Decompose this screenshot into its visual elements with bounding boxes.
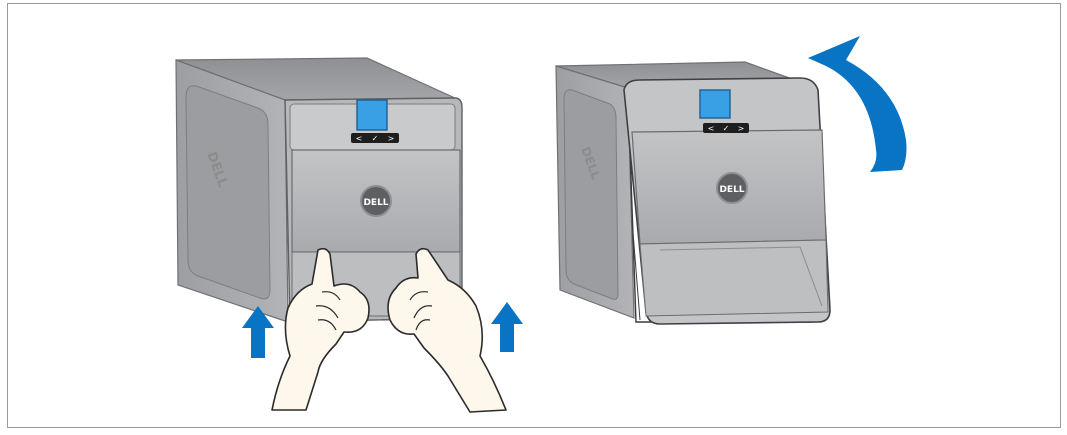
right-hand <box>387 247 507 413</box>
control-buttons <box>351 133 399 143</box>
button-left: < <box>708 124 715 133</box>
bezel-grip <box>639 239 829 317</box>
control-buttons <box>703 123 749 133</box>
grip-shading <box>659 246 823 307</box>
ups-unit-step-2: DELL < ✓ > DELL <box>555 61 831 325</box>
curved-arrow <box>808 36 907 172</box>
badge-text: DELL <box>363 198 388 208</box>
up-arrow-right <box>491 302 523 352</box>
side-panel <box>185 85 271 300</box>
button-left: < <box>356 134 363 143</box>
button-right: > <box>388 134 395 143</box>
button-check: ✓ <box>723 124 730 133</box>
badge-text: DELL <box>719 185 744 195</box>
dell-badge <box>716 172 748 204</box>
left-hand <box>271 247 370 411</box>
lcd-screen <box>356 99 388 131</box>
button-right: > <box>738 124 745 133</box>
lcd-screen <box>699 89 731 119</box>
button-check: ✓ <box>372 134 379 143</box>
up-arrow-left <box>242 306 274 358</box>
dell-badge <box>360 185 392 217</box>
side-panel <box>563 89 619 300</box>
